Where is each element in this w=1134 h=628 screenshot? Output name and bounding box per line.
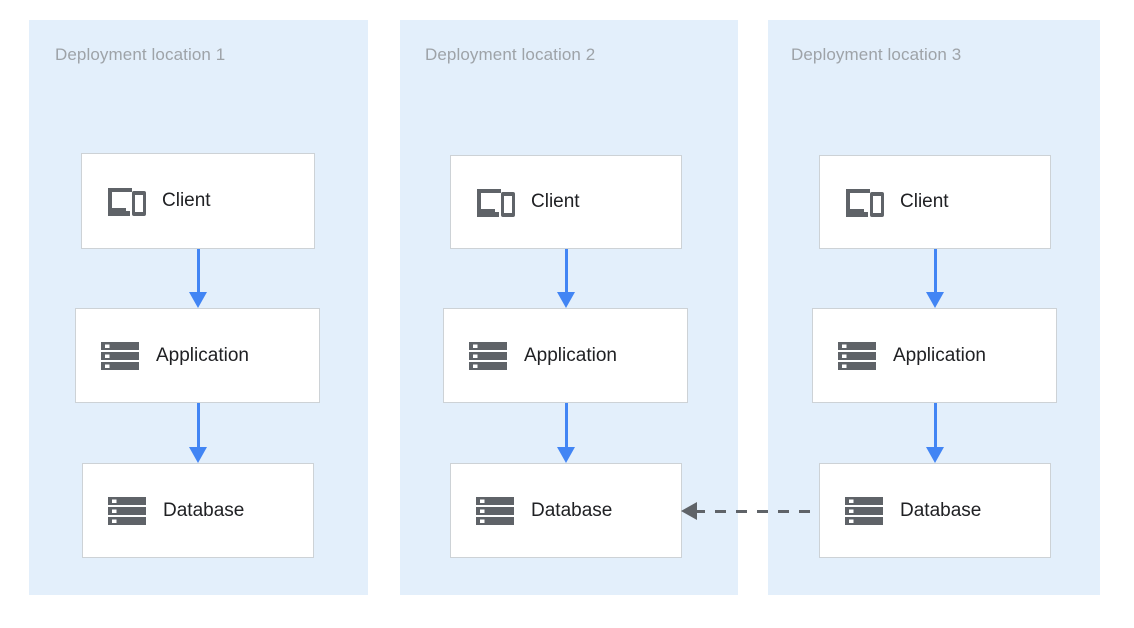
node-label-application-2: Application <box>524 344 617 366</box>
connector-stem <box>564 249 568 292</box>
node-label-client-2: Client <box>531 191 580 212</box>
arrow-head-down-icon <box>926 292 944 308</box>
server-rack-icon <box>105 489 149 533</box>
client-devices-icon <box>473 180 517 224</box>
node-client-1[interactable]: Client <box>81 153 315 249</box>
node-database-3[interactable]: Database <box>819 463 1051 558</box>
node-application-1[interactable]: Application <box>75 308 320 403</box>
arrow-head-down-icon <box>557 447 575 463</box>
connector-stem <box>196 403 200 447</box>
node-label-database-2: Database <box>531 499 613 521</box>
node-label-client-3: Client <box>900 191 949 212</box>
node-label-database-1: Database <box>163 499 245 521</box>
node-label-database-3: Database <box>900 499 982 521</box>
node-label-client-1: Client <box>162 190 211 211</box>
node-application-2[interactable]: Application <box>443 308 688 403</box>
connector-stem <box>933 403 937 447</box>
arrow-head-down-icon <box>189 292 207 308</box>
node-client-2[interactable]: Client <box>450 155 682 249</box>
connector-stem <box>564 403 568 447</box>
arrow-head-down-icon <box>189 447 207 463</box>
node-client-3[interactable]: Client <box>819 155 1051 249</box>
client-devices-icon <box>842 180 886 224</box>
server-rack-icon <box>473 489 517 533</box>
connector-client-to-application-2 <box>557 249 575 308</box>
node-application-3[interactable]: Application <box>812 308 1057 403</box>
connector-application-to-database-1 <box>189 403 207 463</box>
arrow-head-left-icon <box>681 502 697 520</box>
arrow-head-down-icon <box>926 447 944 463</box>
node-database-1[interactable]: Database <box>82 463 314 558</box>
connector-application-to-database-2 <box>557 403 575 463</box>
server-rack-icon <box>842 489 886 533</box>
connector-database3-to-database2-replication <box>681 502 819 520</box>
panel-title-3: Deployment location 3 <box>791 45 962 64</box>
node-label-application-1: Application <box>156 344 249 366</box>
node-database-2[interactable]: Database <box>450 463 682 558</box>
connector-application-to-database-3 <box>926 403 944 463</box>
server-rack-icon <box>98 334 142 378</box>
connector-client-to-application-3 <box>926 249 944 308</box>
dashed-line <box>694 509 819 513</box>
connector-client-to-application-1 <box>189 249 207 308</box>
panel-title-2: Deployment location 2 <box>425 45 596 64</box>
server-rack-icon <box>835 334 879 378</box>
connector-stem <box>933 249 937 292</box>
arrow-head-down-icon <box>557 292 575 308</box>
node-label-application-3: Application <box>893 344 986 366</box>
connector-stem <box>196 249 200 292</box>
server-rack-icon <box>466 334 510 378</box>
panel-title-1: Deployment location 1 <box>55 45 226 64</box>
client-devices-icon <box>104 179 148 223</box>
